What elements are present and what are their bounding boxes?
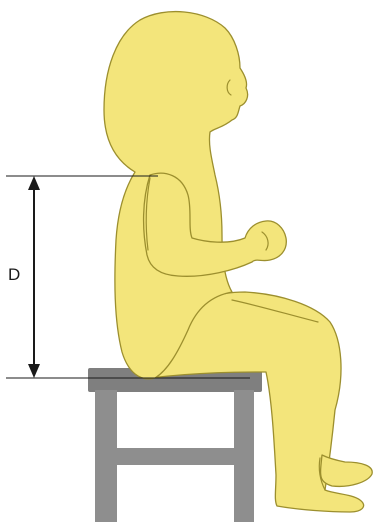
stool: [88, 368, 262, 522]
arrowhead-bottom: [28, 364, 40, 378]
child-foot-back: [321, 455, 373, 486]
measurement-label: D: [8, 265, 20, 284]
stool-crossbar: [117, 448, 234, 465]
dimension-arrow: [28, 176, 40, 378]
arrowhead-top: [28, 176, 40, 190]
stool-leg-right: [234, 390, 254, 522]
stool-leg-left: [95, 390, 117, 522]
